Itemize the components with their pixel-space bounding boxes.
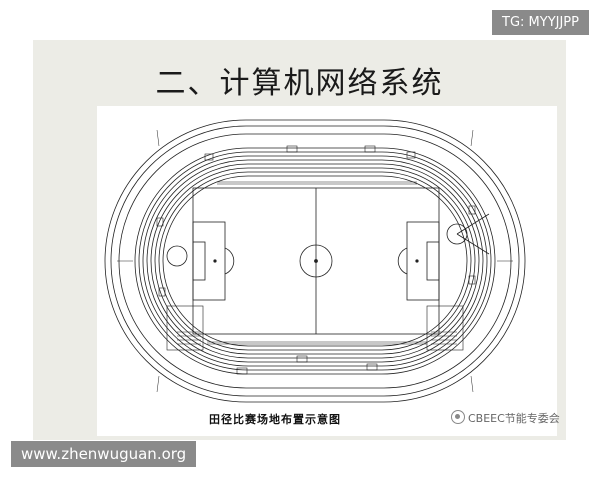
track-lane-inner	[162, 175, 468, 347]
penalty-area-right	[406, 221, 440, 301]
throwing-circle-left	[166, 245, 188, 267]
penalty-arc-left	[224, 247, 235, 275]
stadium-second-boundary	[110, 125, 520, 397]
penalty-spot-left	[213, 259, 217, 263]
stand-dividers	[117, 129, 513, 393]
penalty-arc-right	[397, 247, 408, 275]
drawing-caption: 田径比赛场地布置示意图	[209, 413, 341, 426]
wechat-watermark: CBEEC节能专委会	[451, 410, 560, 426]
throwing-circle-right	[446, 223, 468, 245]
corner-structure-left	[166, 305, 204, 351]
stadium-outer-boundary	[104, 119, 526, 403]
center-circle	[299, 244, 333, 278]
track-lane	[154, 167, 476, 355]
track-lane	[146, 159, 484, 363]
presentation-slide: 二、计算机网络系统	[33, 40, 566, 440]
finish-marks	[177, 331, 457, 345]
penalty-area-left	[192, 221, 226, 301]
corner-structure-right	[426, 305, 464, 351]
track-lane	[158, 171, 472, 351]
bottom-left-watermark: www.zhenwuguan.org	[11, 441, 197, 467]
track-lane	[150, 163, 480, 359]
top-right-watermark: TG: MYYJJPP	[492, 10, 589, 35]
stadium-layout-drawing	[97, 106, 557, 436]
goal-area-left	[192, 241, 206, 281]
track-lane	[142, 155, 488, 367]
slide-title: 二、计算机网络系统	[155, 66, 444, 101]
stadium-plan-svg	[104, 119, 526, 403]
track-lane	[138, 151, 492, 371]
penalty-spot-right	[415, 259, 419, 263]
track-lane-outer	[134, 147, 496, 375]
network-nodes	[156, 145, 476, 375]
wechat-logo-icon	[451, 410, 465, 424]
throwing-sector	[456, 213, 490, 255]
center-spot	[314, 259, 318, 263]
goal-area-right	[426, 241, 440, 281]
watermark-logo-text: CBEEC节能专委会	[468, 412, 560, 425]
